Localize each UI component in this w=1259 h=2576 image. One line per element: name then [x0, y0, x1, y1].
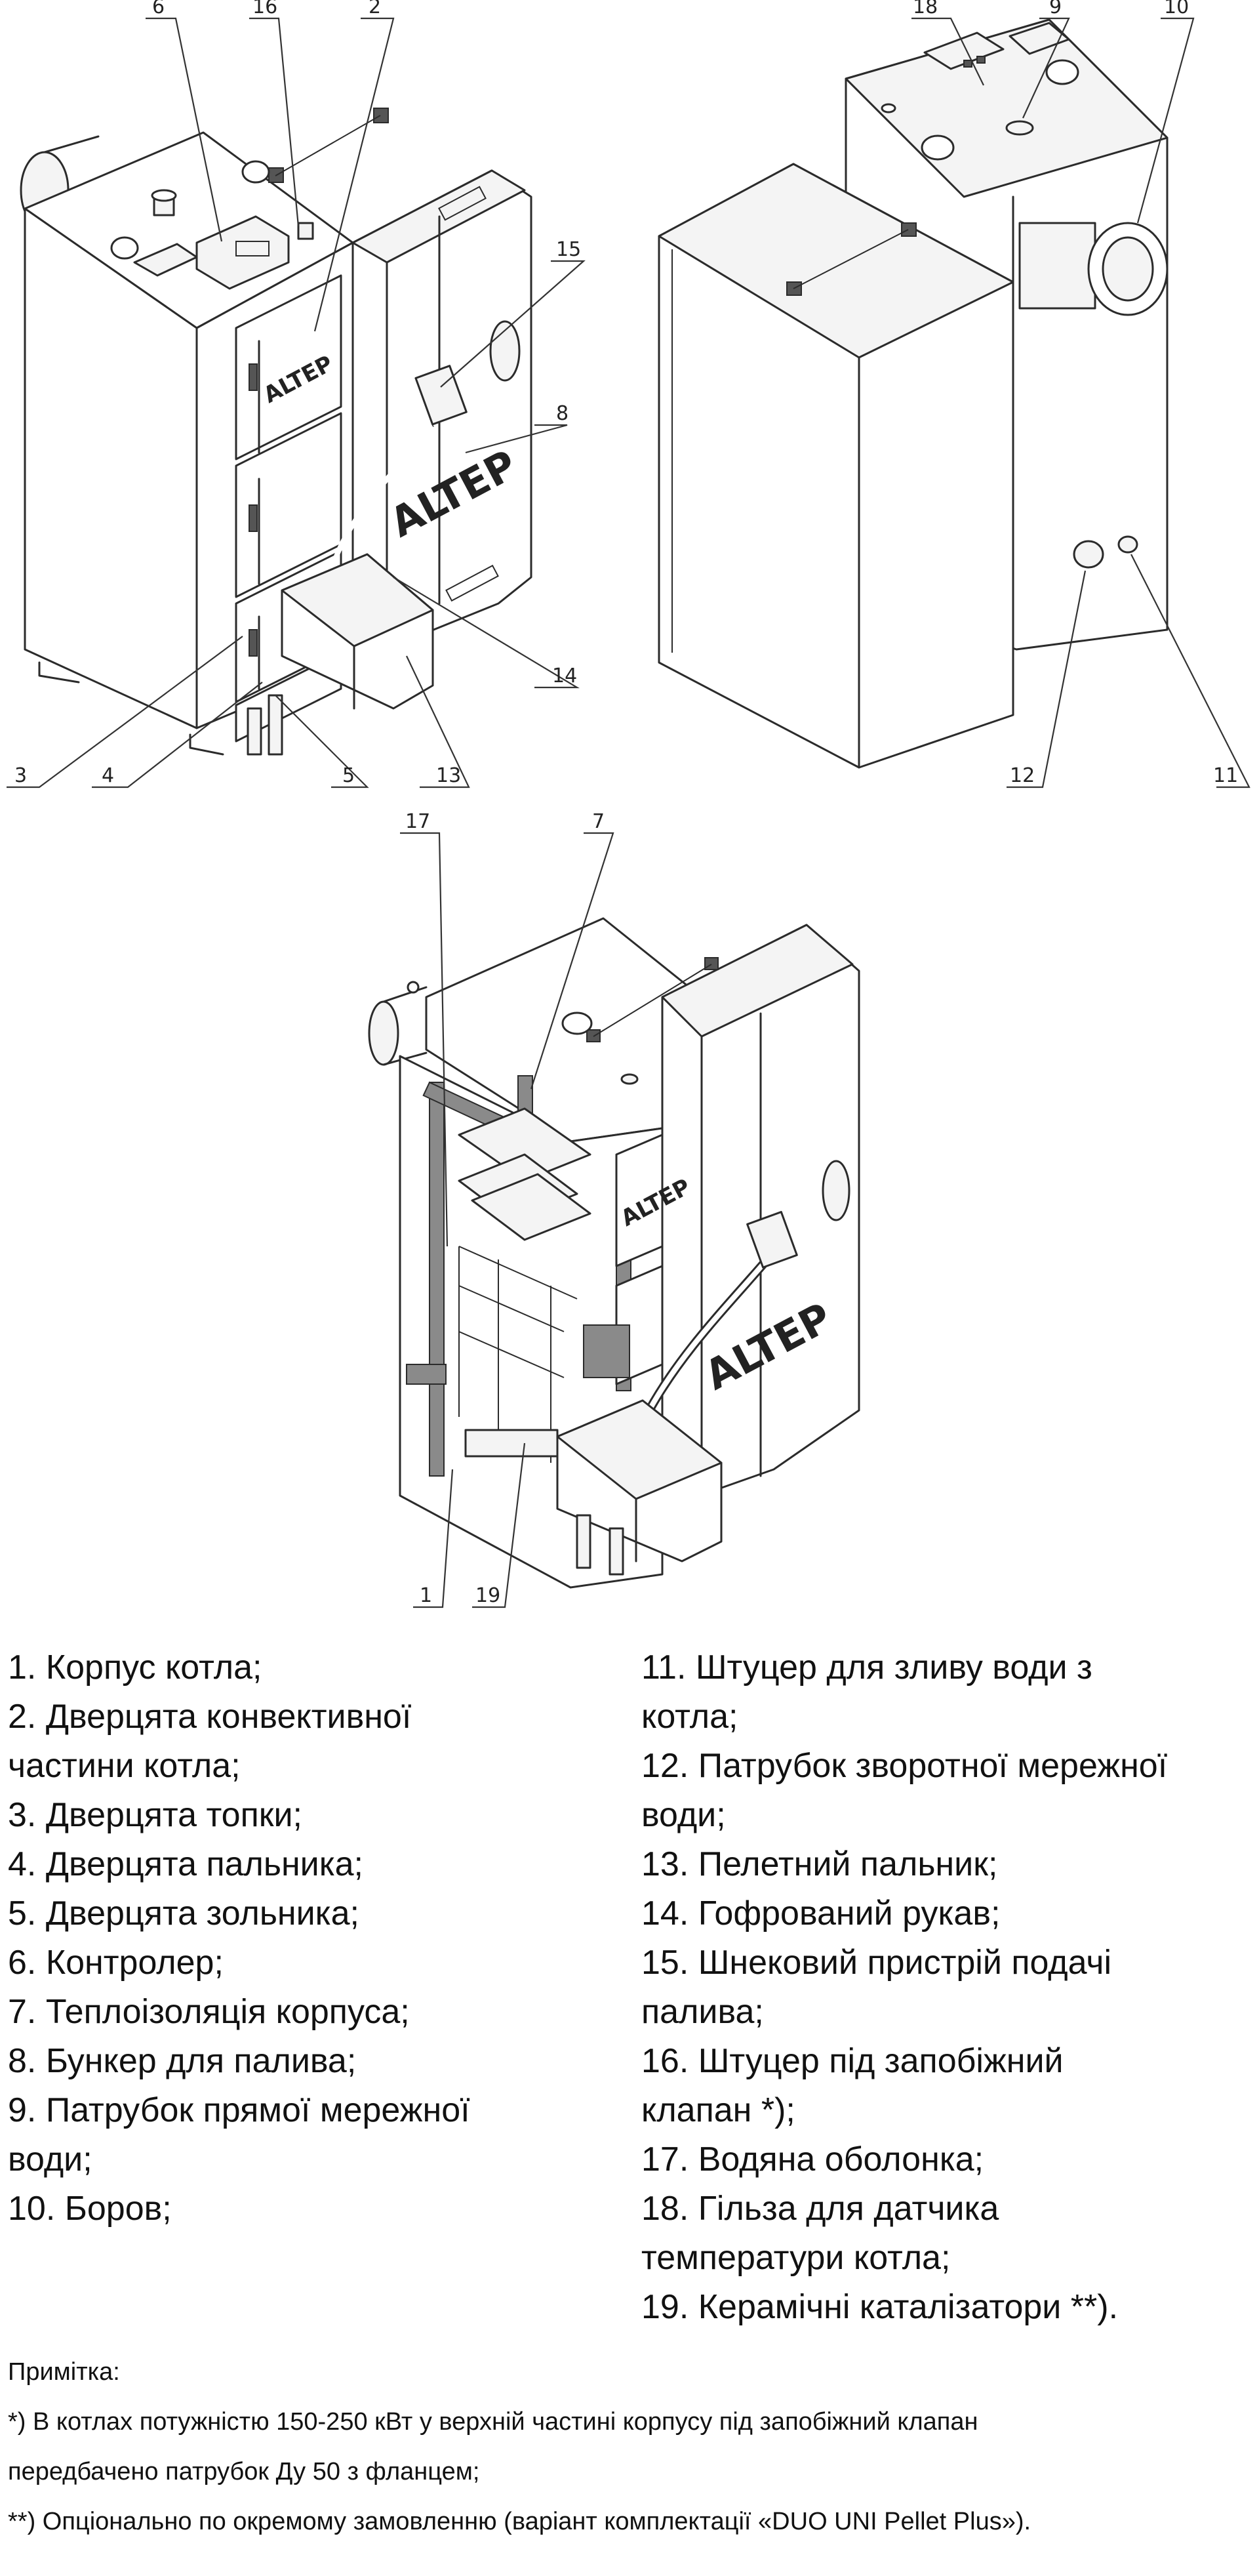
callout-17: 17: [405, 810, 430, 833]
legend-item: 5. Дверцята зольника;: [8, 1894, 359, 1932]
legend-item: частини котла;: [8, 1747, 241, 1785]
callout-11: 11: [1213, 764, 1238, 787]
boiler-view-cutaway: ALTEP ALTEP: [368, 917, 860, 1589]
legend-item: котла;: [641, 1698, 738, 1736]
callout-16: 16: [252, 0, 277, 18]
callout-numbers: 6 16 2 15 8 14 13 5 4 3 18 9 10 12 11 17…: [14, 0, 1238, 1607]
legend-item: 7. Теплоізоляція корпуса;: [8, 1993, 410, 2031]
legend-item: 15. Шнековий пристрій подачі: [641, 1944, 1112, 1982]
callout-9: 9: [1049, 0, 1062, 18]
legend-item: 17. Водяна оболонка;: [641, 2140, 984, 2178]
legend-item: 12. Патрубок зворотної мережної: [641, 1747, 1168, 1785]
callout-8: 8: [556, 402, 569, 425]
boiler-view-front: ALTEP ALTEP: [20, 108, 532, 756]
callout-15: 15: [556, 238, 581, 261]
callout-4: 4: [102, 764, 114, 787]
legend-item: температури котла;: [641, 2239, 951, 2277]
technical-drawing: ALTEP ALTEP: [7, 0, 1250, 1608]
callout-13: 13: [436, 764, 461, 787]
legend-item: 14. Гофрований рукав;: [641, 1894, 1001, 1932]
notes-title: Примітка:: [8, 2358, 120, 2386]
legend-item: 3. Дверцята топки;: [8, 1796, 303, 1834]
callout-19: 19: [475, 1584, 500, 1607]
callout-3: 3: [14, 764, 27, 787]
note-2: **) Опціонально по окремому замовленню (…: [8, 2508, 1031, 2535]
note-1-line-2: передбачено патрубок Ду 50 з фланцем;: [8, 2458, 480, 2485]
legend-item: 18. Гільза для датчика: [641, 2190, 999, 2228]
callout-6: 6: [152, 0, 165, 18]
legend-column-left: 1. Корпус котла; 2. Дверцята конвективно…: [8, 1643, 618, 2234]
callout-14: 14: [552, 664, 577, 687]
callout-7: 7: [592, 810, 605, 833]
callout-12: 12: [1010, 764, 1035, 787]
legend-item: 16. Штуцер під запобіжний: [641, 2042, 1064, 2080]
legend-item: 19. Керамічні каталізатори **).: [641, 2288, 1119, 2326]
callout-10: 10: [1164, 0, 1189, 18]
callout-5: 5: [342, 764, 355, 787]
notes-section: Примітка: *) В котлах потужністю 150-250…: [8, 2347, 1247, 2546]
legend-item: 10. Боров;: [8, 2190, 172, 2228]
legend-item: палива;: [641, 1993, 764, 2031]
legend-item: 2. Дверцята конвективної: [8, 1698, 412, 1736]
legend-item: клапан *);: [641, 2091, 795, 2129]
legend-item: 13. Пелетний пальник;: [641, 1845, 998, 1883]
legend-column-right: 11. Штуцер для зливу води з котла; 12. П…: [641, 1643, 1251, 2332]
legend-item: 6. Контролер;: [8, 1944, 224, 1982]
legend-item: 1. Корпус котла;: [8, 1648, 262, 1687]
callout-1: 1: [420, 1584, 432, 1607]
legend-item: 4. Дверцята пальника;: [8, 1845, 363, 1883]
parts-legend: 1. Корпус котла; 2. Дверцята конвективно…: [0, 1643, 1259, 2339]
legend-item: 8. Бункер для палива;: [8, 2042, 357, 2080]
legend-item: води;: [641, 1796, 726, 1834]
note-1-line-1: *) В котлах потужністю 150-250 кВт у вер…: [8, 2408, 978, 2436]
callout-2: 2: [369, 0, 381, 18]
callout-leaders: [7, 17, 1250, 1608]
legend-item: води;: [8, 2140, 92, 2178]
callout-18: 18: [913, 0, 938, 18]
legend-item: 9. Патрубок прямої мережної: [8, 2091, 470, 2129]
legend-item: 11. Штуцер для зливу води з: [641, 1648, 1092, 1687]
boiler-view-rear: [658, 18, 1169, 769]
